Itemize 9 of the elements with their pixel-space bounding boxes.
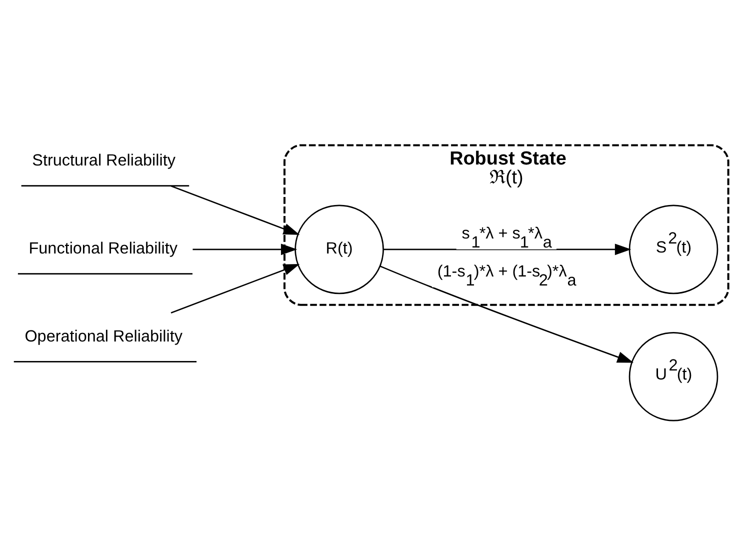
arrow <box>170 184 300 234</box>
arrow <box>380 265 634 362</box>
node-text: Functional Reliability <box>28 239 178 258</box>
arrow <box>170 263 300 313</box>
node-circle: R(t) <box>294 204 384 294</box>
arrow <box>383 243 632 255</box>
node-text: Structural Reliability <box>32 151 176 170</box>
arrow <box>192 243 298 255</box>
node-text: Operational Reliability <box>24 327 182 346</box>
